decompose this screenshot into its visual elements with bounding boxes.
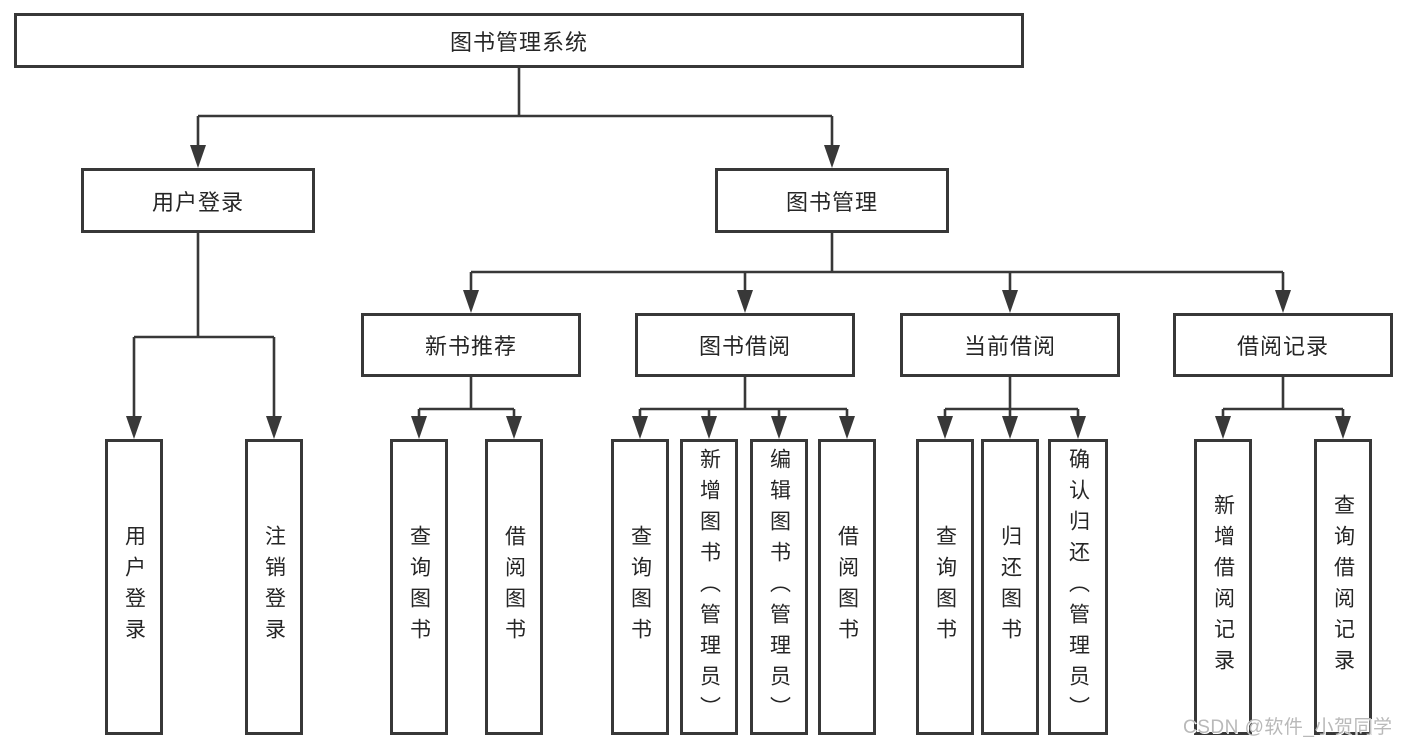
leaf-current-query-book: 查询图书 <box>916 439 974 735</box>
arrowhead-down-icon <box>1215 416 1231 439</box>
leaf-borrowing-query-book: 查询图书 <box>611 439 669 735</box>
arrowhead-down-icon <box>737 290 753 313</box>
node-label: 编辑图书（管理员） <box>767 447 791 727</box>
arrowhead-down-icon <box>1335 416 1351 439</box>
node-label: 新增图书（管理员） <box>697 447 721 727</box>
arrowhead-down-icon <box>1070 416 1086 439</box>
node-label: 新增借阅记录 <box>1211 494 1235 680</box>
leaf-borrowing-edit-book-admin: 编辑图书（管理员） <box>750 439 808 735</box>
leaf-records-add-record: 新增借阅记录 <box>1194 439 1252 735</box>
node-new-book-recommend: 新书推荐 <box>361 313 581 377</box>
node-label: 查询图书 <box>407 525 431 649</box>
arrowhead-down-icon <box>839 416 855 439</box>
node-label: 归还图书 <box>998 525 1022 649</box>
leaf-current-return-book: 归还图书 <box>981 439 1039 735</box>
node-current-borrowing: 当前借阅 <box>900 313 1120 377</box>
node-label: 图书管理 <box>785 189 878 215</box>
node-label: 借阅图书 <box>502 525 526 649</box>
arrowhead-down-icon <box>190 145 206 168</box>
node-label: 查询借阅记录 <box>1331 494 1355 680</box>
node-book-borrowing: 图书借阅 <box>635 313 855 377</box>
arrowhead-down-icon <box>771 416 787 439</box>
leaf-logout: 注销登录 <box>245 439 303 735</box>
arrowhead-down-icon <box>1275 290 1291 313</box>
node-label: 当前借阅 <box>963 334 1056 359</box>
node-borrowing-records: 借阅记录 <box>1173 313 1393 377</box>
leaf-recommend-query-book: 查询图书 <box>390 439 448 735</box>
arrowhead-down-icon <box>824 145 840 168</box>
node-book-management: 图书管理 <box>715 168 949 233</box>
leaf-user-login: 用户登录 <box>105 439 163 735</box>
leaf-current-confirm-return-admin: 确认归还（管理员） <box>1048 439 1108 735</box>
node-label: 用户登录 <box>151 189 244 215</box>
node-label: 借阅记录 <box>1236 334 1329 359</box>
node-label: 注销登录 <box>262 525 286 649</box>
node-label: 借阅图书 <box>835 525 859 649</box>
leaf-borrowing-borrow-book: 借阅图书 <box>818 439 876 735</box>
arrowhead-down-icon <box>411 416 427 439</box>
arrowhead-down-icon <box>632 416 648 439</box>
arrowhead-down-icon <box>506 416 522 439</box>
arrowhead-down-icon <box>1002 416 1018 439</box>
arrowhead-down-icon <box>463 290 479 313</box>
node-label: 新书推荐 <box>424 334 517 359</box>
arrowhead-down-icon <box>937 416 953 439</box>
csdn-watermark: CSDN @软件_小贺同学 <box>1183 717 1393 738</box>
node-label: 图书借阅 <box>698 334 791 359</box>
node-library-system: 图书管理系统 <box>14 13 1024 68</box>
leaf-records-query-record: 查询借阅记录 <box>1314 439 1372 735</box>
arrowhead-down-icon <box>126 416 142 439</box>
node-user-login: 用户登录 <box>81 168 315 233</box>
leaf-recommend-borrow-book: 借阅图书 <box>485 439 543 735</box>
arrowhead-down-icon <box>1002 290 1018 313</box>
node-label: 用户登录 <box>122 525 146 649</box>
node-label: 图书管理系统 <box>449 29 588 55</box>
node-label: 查询图书 <box>628 525 652 649</box>
node-label: 确认归还（管理员） <box>1066 447 1090 727</box>
arrowhead-down-icon <box>701 416 717 439</box>
leaf-borrowing-add-book-admin: 新增图书（管理员） <box>680 439 738 735</box>
node-label: 查询图书 <box>933 525 957 649</box>
arrowhead-down-icon <box>266 416 282 439</box>
